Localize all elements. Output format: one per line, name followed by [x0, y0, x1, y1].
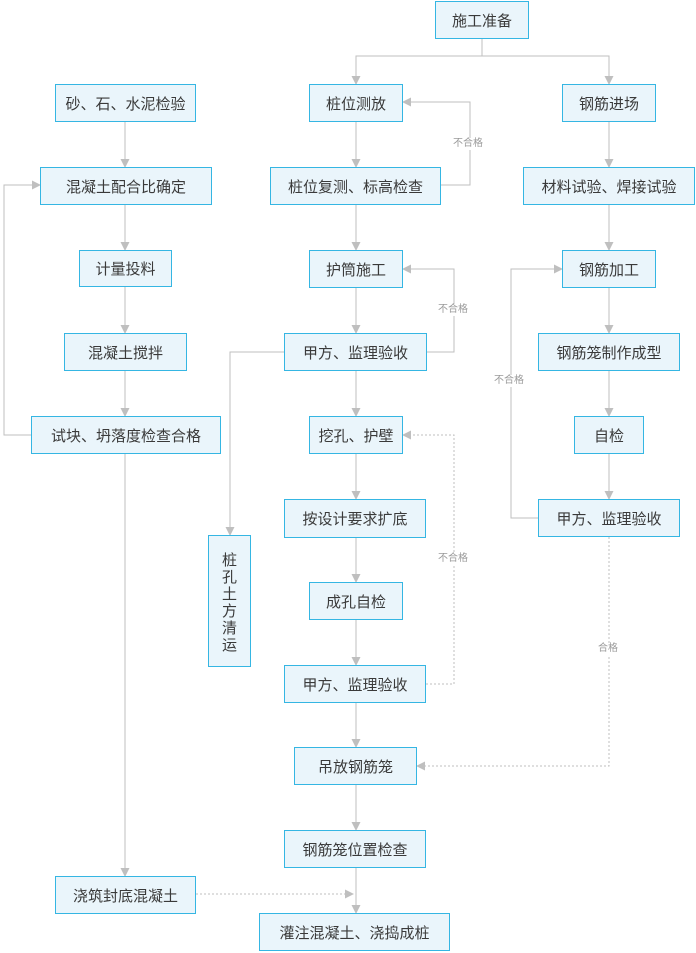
- node-pour-pile: 灌注混凝土、浇捣成桩: [259, 913, 450, 951]
- node-sand-stone-cement-test: 砂、石、水泥检验: [55, 84, 196, 122]
- node-ream-bottom: 按设计要求扩底: [284, 499, 426, 538]
- label-fail-accept3: 不合格: [493, 375, 525, 387]
- edge-prep-rebar: [482, 55, 614, 85]
- node-casing: 护筒施工: [309, 250, 403, 288]
- node-pile-survey: 桩位测放: [309, 84, 403, 122]
- node-cage-fabrication: 钢筋笼制作成型: [538, 333, 680, 371]
- node-owner-supervisor-accept-3: 甲方、监理验收: [538, 499, 680, 537]
- node-cage-position-check: 钢筋笼位置检查: [284, 830, 426, 868]
- node-dig-wall: 挖孔、护壁: [309, 416, 403, 454]
- node-metering: 计量投料: [79, 250, 172, 287]
- label-pass-accept3: 合格: [597, 643, 619, 655]
- node-rebar-arrival: 钢筋进场: [562, 84, 656, 122]
- node-rebar-process: 钢筋加工: [562, 250, 656, 288]
- label-fail-recheck: 不合格: [452, 138, 484, 150]
- edge-accept3-fail: [510, 264, 563, 519]
- node-hole-self-check: 成孔自检: [309, 582, 403, 620]
- node-owner-supervisor-accept-2: 甲方、监理验收: [284, 665, 426, 703]
- node-mix-ratio: 混凝土配合比确定: [40, 167, 212, 205]
- node-hoist-cage: 吊放钢筋笼: [294, 747, 417, 785]
- edge-prep-split: [351, 39, 483, 85]
- edge-specimen-loop: [3, 180, 41, 436]
- node-pile-recheck: 桩位复测、标高检查: [270, 167, 441, 205]
- node-self-check: 自检: [574, 416, 644, 454]
- node-soil-clearance: 桩孔土方清运: [208, 535, 251, 667]
- node-specimen-slump-check: 试块、坍落度检查合格: [31, 416, 221, 454]
- edge-accept1-soil: [225, 351, 284, 536]
- node-concrete-mixing: 混凝土搅拌: [64, 333, 187, 371]
- node-seal-concrete: 浇筑封底混凝土: [55, 876, 196, 914]
- edge-accept3-hoist: [416, 537, 610, 771]
- label-fail-accept2: 不合格: [437, 553, 469, 565]
- label-fail-accept1: 不合格: [437, 304, 469, 316]
- node-construction-prep: 施工准备: [435, 1, 529, 39]
- node-owner-supervisor-accept-1: 甲方、监理验收: [284, 333, 427, 371]
- node-material-test: 材料试验、焊接试验: [523, 167, 695, 205]
